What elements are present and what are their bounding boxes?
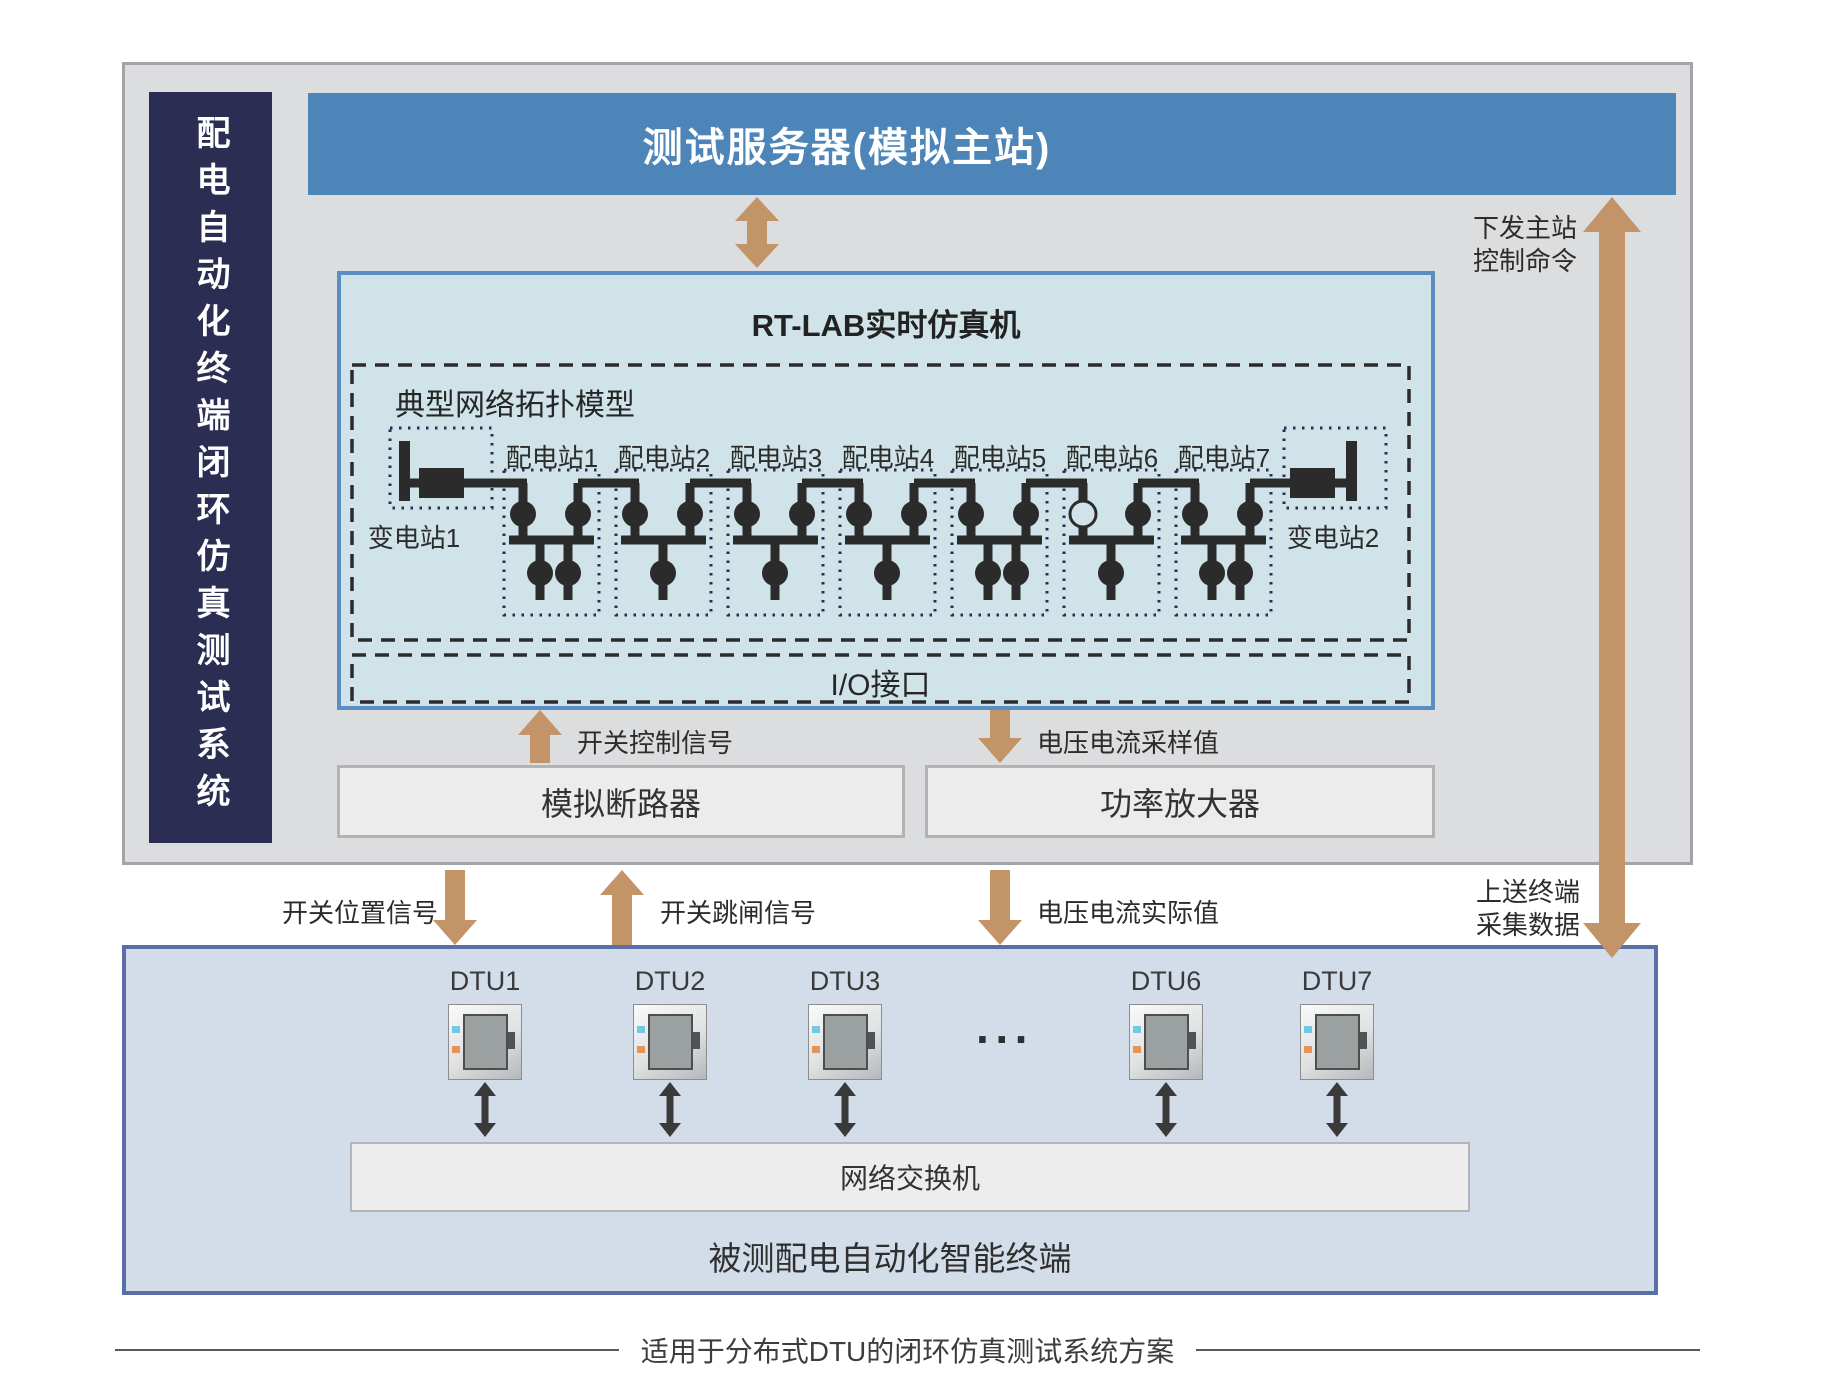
station-label-6: 配电站6 <box>1065 443 1159 473</box>
dtu-led-cyan <box>812 1026 820 1033</box>
dtu2-device <box>633 1004 707 1080</box>
dtu-slot <box>508 1032 515 1049</box>
dtu-slot <box>1360 1032 1367 1049</box>
dtu-screen <box>823 1014 868 1070</box>
dtu7-device <box>1300 1004 1374 1080</box>
dtu-led-orange <box>452 1046 460 1053</box>
power-amplifier-label: 功率放大器 <box>1099 785 1260 822</box>
dtu-screen <box>1315 1014 1360 1070</box>
open-tie-switch <box>1068 499 1098 529</box>
caption-rule-left <box>115 1349 619 1351</box>
simulated-breaker-label: 模拟断路器 <box>540 785 701 822</box>
dtu-led-orange <box>1304 1046 1312 1053</box>
network-switch-label: 网络交换机 <box>839 1163 980 1194</box>
dtu6-device <box>1129 1004 1203 1080</box>
dtu3-device <box>808 1004 882 1080</box>
simulated-breaker-box: 模拟断路器 <box>337 765 905 838</box>
dtu7-label: DTU7 <box>1301 966 1373 996</box>
dtu1-device <box>448 1004 522 1080</box>
server-banner-label: 测试服务器(模拟主站) <box>642 126 1052 170</box>
switch-trip-signal-label: 开关跳闸信号 <box>660 898 817 928</box>
dtu-slot <box>1189 1032 1196 1049</box>
io-interface-label: I/O接口 <box>830 669 931 702</box>
caption-rule-right <box>1196 1349 1700 1351</box>
closed-switches <box>510 501 1263 586</box>
terminal-under-test-panel <box>122 945 1658 1295</box>
dtu-led-cyan <box>1133 1026 1141 1033</box>
system-title-sidebar: 配电自动化终端闭环仿真测试系统 <box>149 92 272 843</box>
figure-caption: 适用于分布式DTU的闭环仿真测试系统方案 <box>115 1330 1700 1370</box>
power-amplifier-box: 功率放大器 <box>925 765 1435 838</box>
rtlab-title: RT-LAB实时仿真机 <box>751 308 1021 343</box>
substation1-label: 变电站1 <box>367 523 461 553</box>
substation2-label: 变电站2 <box>1286 523 1380 553</box>
dtu-screen <box>648 1014 693 1070</box>
station-label-2: 配电站2 <box>617 443 711 473</box>
vi-actual-arrow <box>978 870 1022 945</box>
dtu-led-cyan <box>637 1026 645 1033</box>
dtu-led-orange <box>812 1046 820 1053</box>
switch-position-signal-label: 开关位置信号 <box>282 898 439 928</box>
network-topology-graphic <box>350 363 1411 704</box>
switch-trip-arrow <box>600 870 644 945</box>
dtu-slot <box>693 1032 700 1049</box>
topology-title: 典型网络拓扑模型 <box>395 389 635 422</box>
feeder-lines <box>404 478 1352 600</box>
terminal-upload-label: 上送终端 采集数据 <box>1475 877 1580 940</box>
dtu-screen <box>463 1014 508 1070</box>
dtu-slot <box>868 1032 875 1049</box>
dtu2-label: DTU2 <box>634 966 706 996</box>
switch-position-arrow <box>433 870 477 945</box>
dtu-led-orange <box>1133 1046 1141 1053</box>
system-title: 配电自动化终端闭环仿真测试系统 <box>191 115 229 820</box>
dtu-screen <box>1144 1014 1189 1070</box>
vi-actual-signal-label: 电压电流实际值 <box>1037 898 1220 928</box>
station-label-5: 配电站5 <box>953 443 1047 473</box>
terminal-under-test-label: 被测配电自动化智能终端 <box>708 1240 1072 1277</box>
dtu3-label: DTU3 <box>809 966 881 996</box>
network-switch-bar: 网络交换机 <box>350 1142 1470 1212</box>
dtu-led-orange <box>637 1046 645 1053</box>
master-command-label: 下发主站 控制命令 <box>1472 213 1577 276</box>
dtu-led-cyan <box>1304 1026 1312 1033</box>
station-label-4: 配电站4 <box>841 443 935 473</box>
caption-text: 适用于分布式DTU的闭环仿真测试系统方案 <box>640 1336 1175 1367</box>
dtu1-label: DTU1 <box>449 966 521 996</box>
server-banner: 测试服务器(模拟主站) <box>308 93 1676 195</box>
dtu-ellipsis: ··· <box>976 1013 1034 1065</box>
switch-control-signal-label: 开关控制信号 <box>577 728 734 758</box>
station-label-1: 配电站1 <box>505 443 599 473</box>
dtu6-label: DTU6 <box>1130 966 1202 996</box>
station-dotted-frames <box>388 426 1388 617</box>
substation1-symbol <box>399 441 464 501</box>
vi-sample-signal-label: 电压电流采样值 <box>1037 728 1220 758</box>
dtu-led-cyan <box>452 1026 460 1033</box>
station-label-3: 配电站3 <box>729 443 823 473</box>
station-label-7: 配电站7 <box>1177 443 1271 473</box>
substation2-symbol <box>1290 441 1357 501</box>
